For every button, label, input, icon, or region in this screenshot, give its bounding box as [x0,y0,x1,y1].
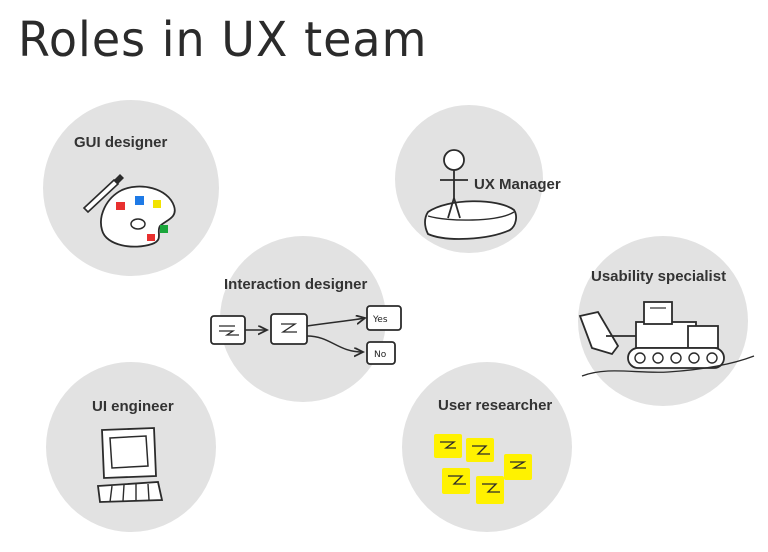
computer-icon [96,427,164,503]
stick-figure-on-stage-icon [424,149,517,240]
role-label-usability-specialist: Usability specialist [591,268,727,285]
role-label-ux-manager: UX Manager [474,176,561,193]
role-label-user-researcher: User researcher [438,397,553,414]
role-label-interaction-designer: Interaction designer [224,276,368,293]
flowchart-yes-label: Yes [372,315,388,325]
sticky-notes-icon [434,434,532,504]
page-title: Roles in UX team [18,10,428,68]
flowchart-icon: Yes No [210,305,402,365]
bulldozer-icon [578,301,755,377]
role-label-gui-designer: GUI designer [74,134,168,151]
role-label-ui-engineer: UI engineer [92,398,174,415]
flowchart-no-label: No [374,350,387,360]
palette-icon [82,174,176,248]
